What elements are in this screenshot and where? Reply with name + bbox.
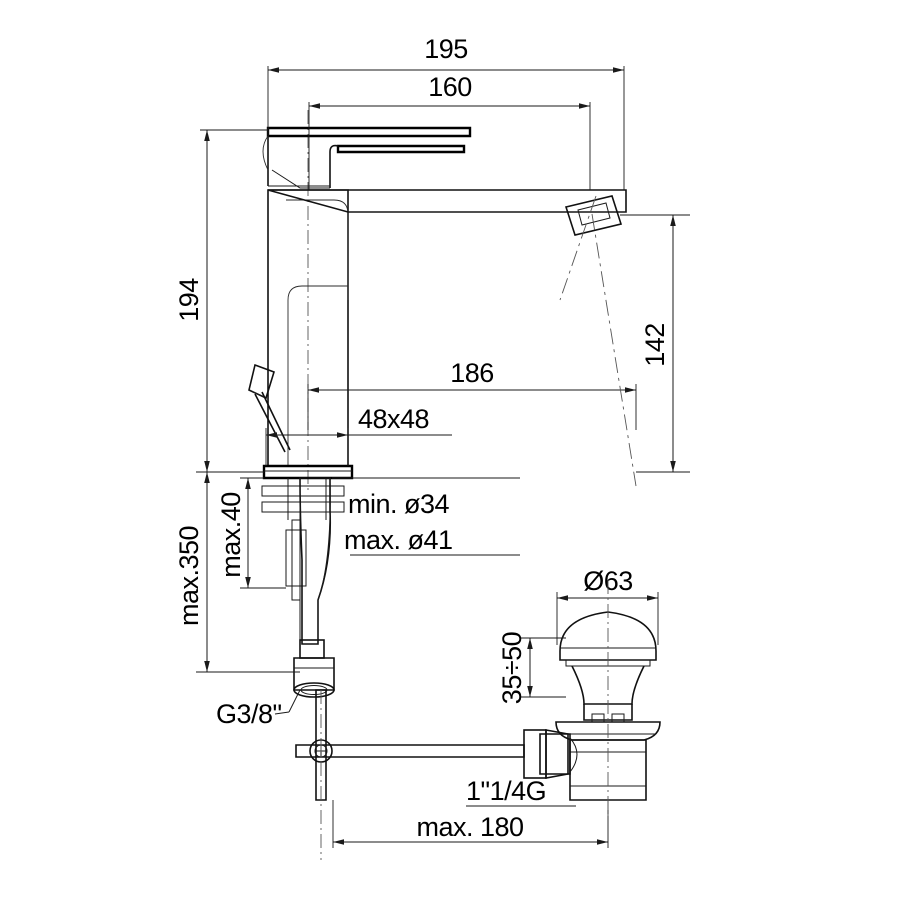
hose-connector <box>274 639 335 715</box>
waste-cap <box>559 611 657 661</box>
handle-cap <box>262 126 472 191</box>
dimension-194: 194 <box>174 129 268 473</box>
dim-max40-label: max.40 <box>216 492 246 578</box>
mounting-hardware <box>261 478 345 601</box>
dimension-48x48: 48x48 <box>265 404 452 466</box>
dimension-195: 195 <box>267 34 625 190</box>
dimension-35-50: 35÷50 <box>497 632 566 704</box>
waste-lever-rod <box>295 744 525 758</box>
dimension-142: 142 <box>620 214 690 473</box>
dimension-160: 160 <box>308 72 591 190</box>
dim-195-label: 195 <box>424 34 468 64</box>
dim-max180-label: max. 180 <box>416 812 523 842</box>
note-g38: G3/8" <box>216 699 282 729</box>
dim-160-label: 160 <box>428 72 472 102</box>
flexible-hose <box>299 477 332 645</box>
faucet-spout <box>267 189 627 236</box>
waste-body <box>569 739 647 801</box>
dimension-186: 186 <box>307 358 637 430</box>
dimension-max350: max.350 <box>174 471 300 673</box>
dim-48x48-label: 48x48 <box>358 404 429 434</box>
note-max41-label: max. ø41 <box>344 525 453 555</box>
dim-194-label: 194 <box>174 278 204 322</box>
dim-max350-label: max.350 <box>174 526 204 626</box>
dimension-max180: max. 180 <box>332 800 609 848</box>
note-hole-diameters: min. ø34 max. ø41 <box>332 477 520 556</box>
dim-142-label: 142 <box>640 323 670 367</box>
dim-186-label: 186 <box>450 358 494 388</box>
note-min34-label: min. ø34 <box>348 489 450 519</box>
note-114g-label: 1"1/4G <box>466 776 546 806</box>
dim-3550-label: 35÷50 <box>497 632 527 704</box>
dimension-max40: max.40 <box>216 477 286 589</box>
construction-lines <box>320 195 637 860</box>
handle-lever-detail <box>248 363 291 453</box>
note-114g: 1"1/4G <box>466 776 576 807</box>
note-g38-label: G3/8" <box>216 699 282 729</box>
popup-pull-rod <box>315 689 327 801</box>
